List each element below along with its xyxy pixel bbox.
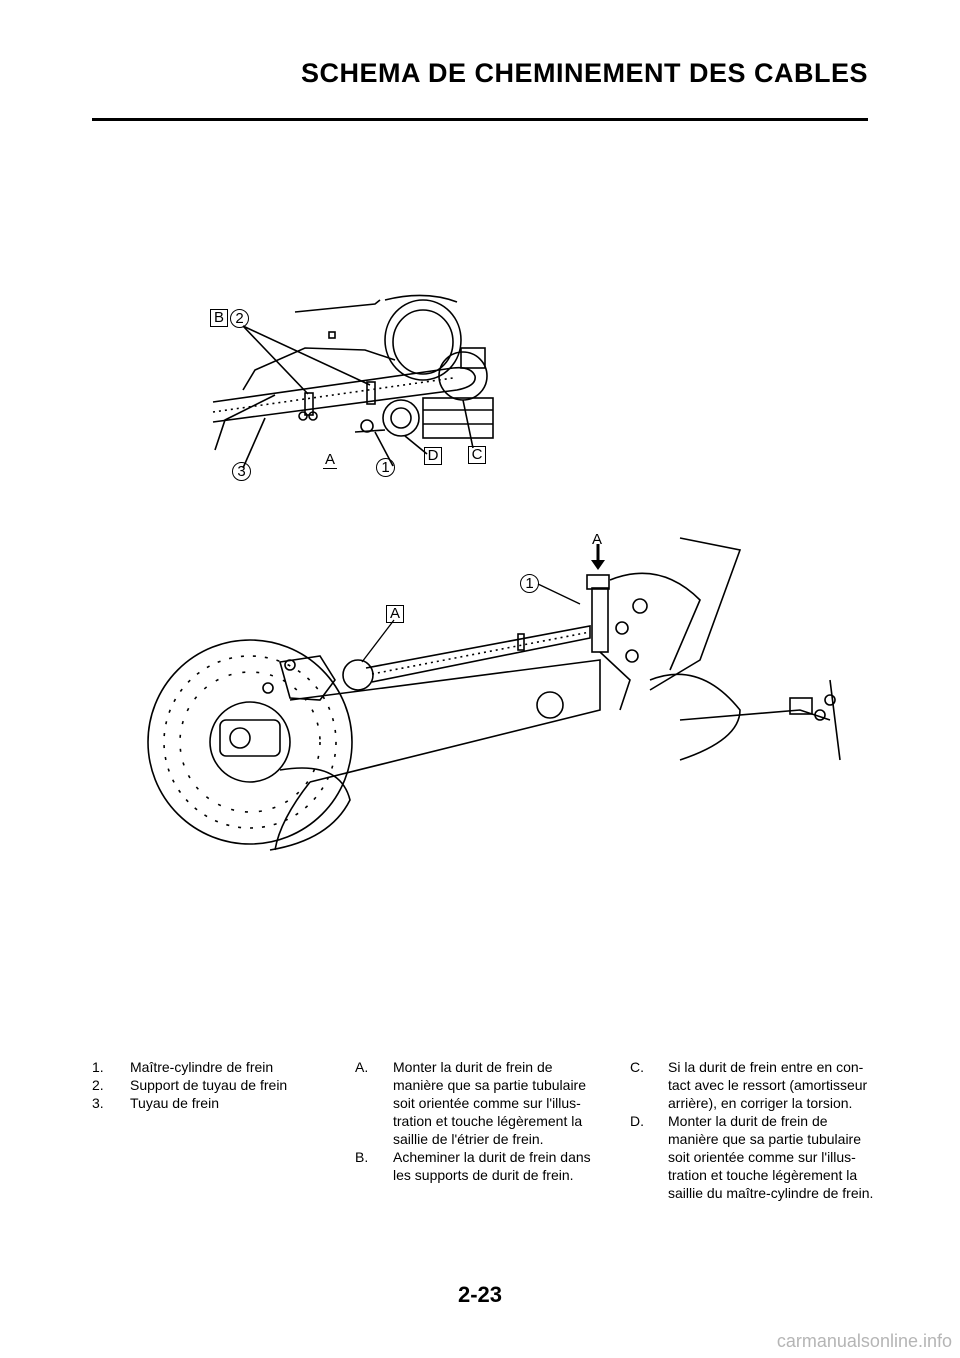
legend-notes-ab: A. Monter la durit de frein de manière q…	[355, 1058, 605, 1184]
legend-num: B.	[355, 1149, 369, 1165]
legend-text: Acheminer la durit de frein dans les sup…	[393, 1149, 591, 1183]
legend-item: A. Monter la durit de frein de manière q…	[355, 1058, 605, 1148]
legend-text: Si la durit de frein entre en con-tact a…	[668, 1059, 868, 1111]
page-number: 2-23	[457, 1282, 503, 1307]
callout-circle-2: 2	[230, 309, 249, 328]
watermark: carmanualsonline.info	[776, 1331, 952, 1351]
callout-box-c: C	[468, 446, 486, 464]
page-title: SCHEMA DE CHEMINEMENT DES CABLES	[300, 58, 868, 88]
callout-arrow-label-a: A	[591, 531, 602, 548]
figure-bottom-illustration	[147, 537, 841, 851]
callout-circle-1-bottom: 1	[520, 574, 539, 593]
legend-item: D. Monter la durit de frein de manière q…	[630, 1112, 875, 1202]
callout-label-a: A	[323, 451, 337, 469]
legend-item: 2. Support de tuyau de frein	[92, 1076, 332, 1094]
legend-text: Support de tuyau de frein	[130, 1077, 288, 1093]
callout-box-d: D	[424, 447, 442, 465]
legend-item: 3. Tuyau de frein	[92, 1094, 332, 1112]
legend-num: A.	[355, 1059, 369, 1075]
callout-box-a-bottom: A	[386, 605, 404, 623]
legend-text: Monter la durit de frein de manière que …	[393, 1059, 587, 1147]
legend-parts: 1. Maître-cylindre de frein 2. Support d…	[92, 1058, 332, 1112]
legend-num: C.	[630, 1059, 644, 1075]
callout-box-b: B	[210, 309, 228, 327]
legend-item: B. Acheminer la durit de frein dans les …	[355, 1148, 605, 1184]
legend-num: 1.	[92, 1059, 104, 1075]
legend-num: D.	[630, 1113, 644, 1129]
legend-item: C. Si la durit de frein entre en con-tac…	[630, 1058, 875, 1112]
legend-notes-cd: C. Si la durit de frein entre en con-tac…	[630, 1058, 875, 1202]
callout-circle-3: 3	[232, 462, 251, 481]
callout-circle-1: 1	[376, 458, 395, 477]
legend-num: 2.	[92, 1077, 104, 1093]
header-rule	[92, 118, 868, 121]
legend-text: Maître-cylindre de frein	[130, 1059, 274, 1075]
legend-item: 1. Maître-cylindre de frein	[92, 1058, 332, 1076]
legend-text: Monter la durit de frein de manière que …	[668, 1113, 874, 1201]
legend-num: 3.	[92, 1095, 104, 1111]
legend-text: Tuyau de frein	[130, 1095, 219, 1111]
